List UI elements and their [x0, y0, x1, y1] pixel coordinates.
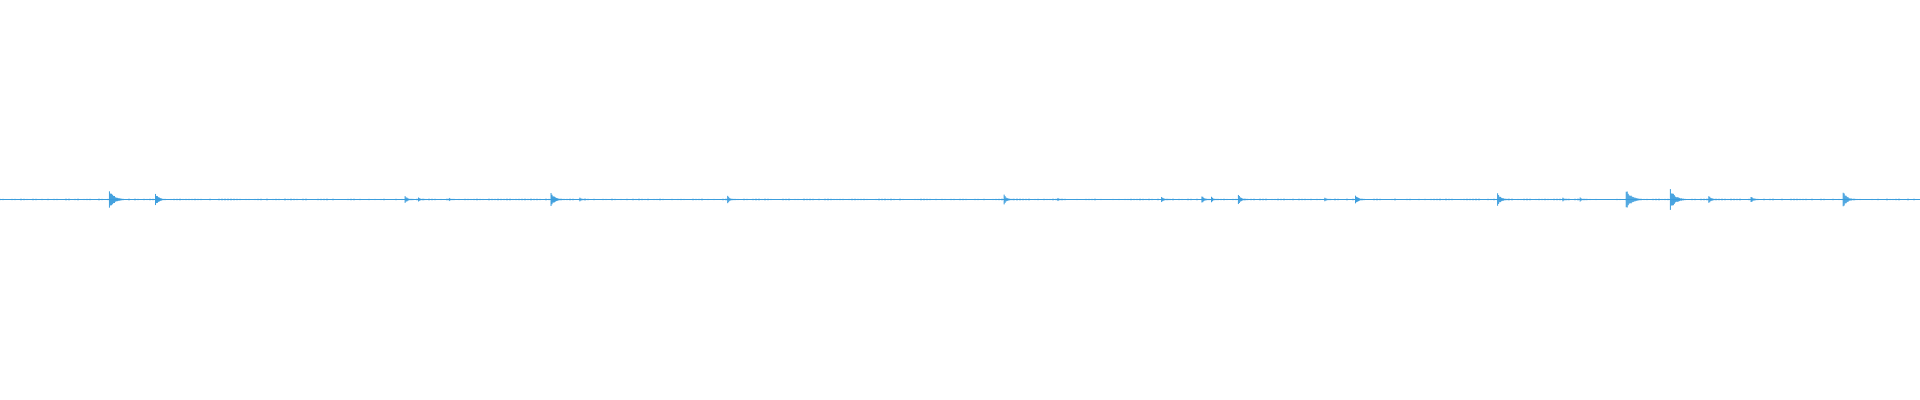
waveform-spike	[579, 197, 587, 202]
waveform-spike	[1003, 194, 1014, 205]
waveform-spike	[1057, 197, 1064, 202]
waveform-spike	[1237, 194, 1248, 205]
waveform-spike	[1669, 189, 1686, 210]
waveform-spike	[1161, 196, 1170, 203]
waveform-spike	[1625, 191, 1642, 208]
waveform-spike	[418, 197, 426, 202]
waveform-spike	[1211, 196, 1220, 203]
waveform-spike	[448, 197, 455, 202]
waveform-spike	[155, 193, 167, 206]
waveform-spike	[1708, 196, 1718, 203]
waveform-spike	[727, 195, 737, 204]
waveform-spike	[1562, 197, 1570, 202]
waveform-spike	[1497, 193, 1510, 206]
waveform-spike	[108, 191, 124, 208]
waveform-spike	[1579, 197, 1587, 202]
waveform-spikes	[0, 189, 1918, 210]
waveform-spike	[1201, 196, 1211, 203]
waveform-spike	[404, 196, 414, 203]
waveform-spike	[550, 192, 563, 207]
waveform-spike	[1324, 197, 1332, 202]
waveform-spike	[1355, 195, 1366, 204]
waveform-spike	[1750, 196, 1759, 203]
waveform-spike	[1842, 192, 1856, 207]
